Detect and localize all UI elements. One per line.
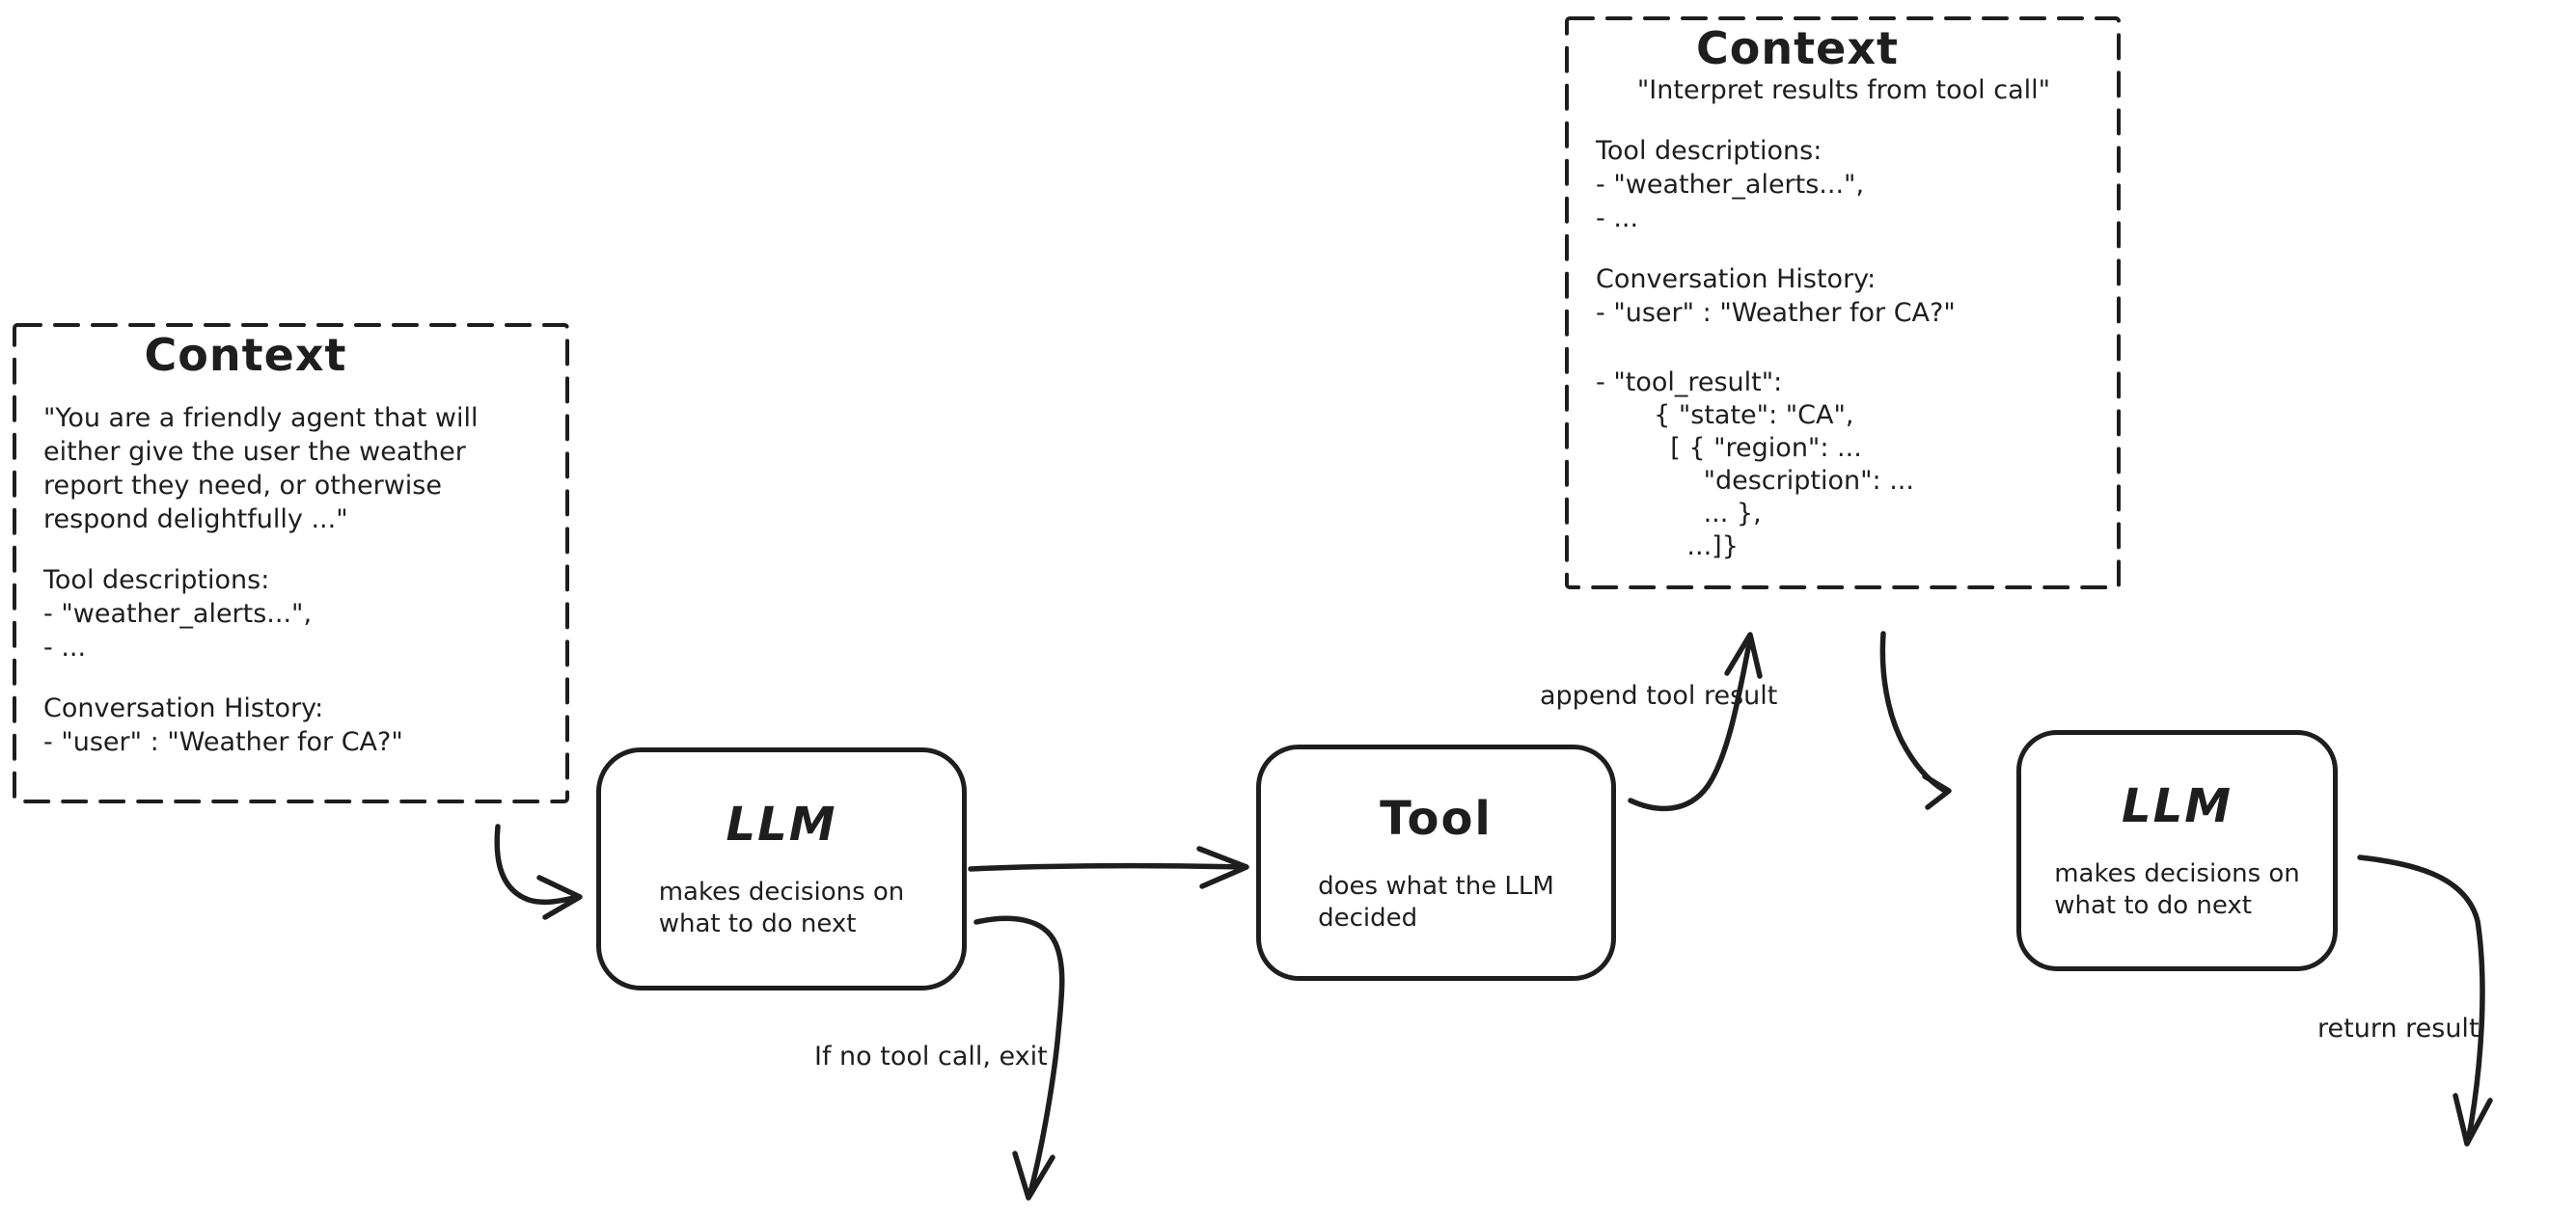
context-line: Tool descriptions: xyxy=(43,565,270,595)
edge-label-append-tool-result: append tool result xyxy=(1540,681,1778,711)
context-line: ... }, xyxy=(1596,499,1762,529)
context-line: - "user" : "Weather for CA?" xyxy=(43,727,403,757)
context-line: either give the user the weather xyxy=(43,437,466,467)
llm-node-1: LLM makes decisions on what to do next xyxy=(596,747,967,990)
context-box-initial: Context "You are a friendly agent that w… xyxy=(14,325,567,801)
node-title: LLM xyxy=(2122,779,2233,833)
context-title: Context xyxy=(144,329,347,381)
node-subtitle-line: makes decisions on xyxy=(2054,859,2300,888)
arrowhead-right-icon xyxy=(1922,773,1952,810)
context-line: Conversation History: xyxy=(43,693,324,723)
context-line: Tool descriptions: xyxy=(1596,136,1822,166)
tool-node: Tool does what the LLM decided xyxy=(1256,745,1616,981)
node-subtitle-line: does what the LLM xyxy=(1318,871,1554,901)
node-subtitle: makes decisions on what to do next xyxy=(2054,858,2300,922)
context-line: - "weather_alerts...", xyxy=(1596,170,1865,200)
arrowhead-right-icon xyxy=(536,875,583,920)
context-line: "description": ... xyxy=(1596,466,1914,496)
arrow-llm2-return xyxy=(2357,855,2493,1147)
node-subtitle: does what the LLM decided xyxy=(1318,871,1554,935)
context-line: "You are a friendly agent that will xyxy=(43,403,479,433)
context-line: - "weather_alerts...", xyxy=(43,599,313,629)
arrowhead-down-icon xyxy=(2453,1093,2493,1147)
conversation-history-block: Conversation History: - "user" : "Weathe… xyxy=(43,692,540,759)
node-subtitle-line: what to do next xyxy=(2054,891,2252,920)
node-title: LLM xyxy=(726,798,837,852)
node-title: Tool xyxy=(1380,791,1493,846)
arrow-llm-to-tool xyxy=(968,846,1249,889)
arrowhead-right-icon xyxy=(1196,846,1249,889)
tool-descriptions-block: Tool descriptions: - "weather_alerts..."… xyxy=(1596,134,2092,235)
context-line: - "tool_result": xyxy=(1596,367,1783,397)
tool-descriptions-block: Tool descriptions: - "weather_alerts..."… xyxy=(43,563,540,665)
arrowhead-up-icon xyxy=(1724,632,1763,679)
node-subtitle-line: decided xyxy=(1318,903,1418,933)
system-prompt-block: "You are a friendly agent that will eith… xyxy=(43,401,540,536)
context-line: [ { "region": ... xyxy=(1596,433,1862,463)
context-line: - ... xyxy=(1596,204,1639,233)
node-subtitle-line: what to do next xyxy=(658,909,857,938)
conversation-history-block: Conversation History: - "user" : "Weathe… xyxy=(1596,262,2092,330)
edge-label-exit: If no tool call, exit xyxy=(814,1042,1048,1072)
arrowhead-down-icon xyxy=(1012,1151,1055,1201)
arrow-tool-to-context xyxy=(1628,632,1763,812)
context-line: Conversation History: xyxy=(1596,264,1877,294)
edge-label-return-result: return result xyxy=(2317,1014,2480,1044)
context-title: Context xyxy=(1696,22,1899,74)
context-line: report they need, or otherwise xyxy=(43,471,442,501)
context-line: respond delightfully ..." xyxy=(43,504,348,534)
llm-node-2: LLM makes decisions on what to do next xyxy=(2016,730,2338,971)
tool-result-block: - "tool_result": { "state": "CA", [ { "r… xyxy=(1596,366,2092,563)
context-line: { "state": "CA", xyxy=(1596,400,1854,430)
arrow-context-to-llm xyxy=(494,824,583,920)
arrow-context-to-llm2 xyxy=(1879,631,1952,810)
context-line: - "user" : "Weather for CA?" xyxy=(1596,298,1956,328)
node-subtitle: makes decisions on what to do next xyxy=(659,877,905,940)
context-instruction: "Interpret results from tool call" xyxy=(1636,75,2051,105)
context-box-updated: Context "Interpret results from tool cal… xyxy=(1567,18,2119,587)
context-line: ...]} xyxy=(1596,531,1739,561)
context-line: - ... xyxy=(43,633,87,663)
node-subtitle-line: makes decisions on xyxy=(658,878,905,907)
